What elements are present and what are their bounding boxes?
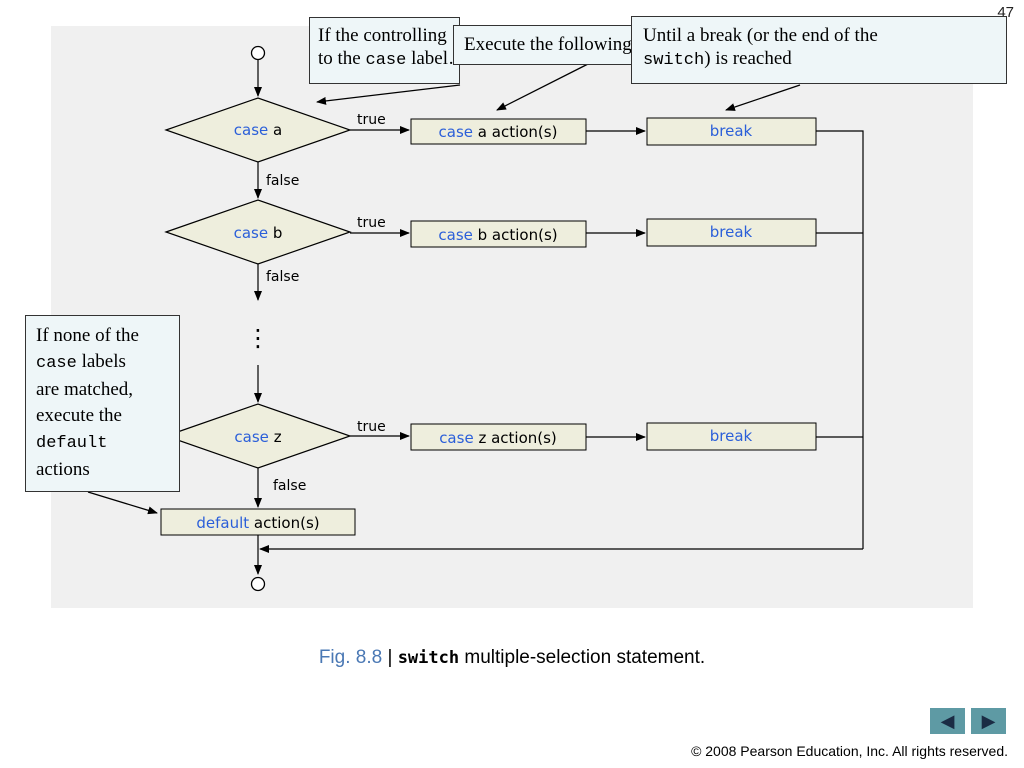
figure-label: Fig. 8.8 — [318, 647, 383, 668]
callout-none-line5: default — [36, 434, 108, 453]
ellipsis-vertical: ⋮ — [246, 324, 270, 352]
callout-none-line6: actions — [36, 459, 90, 480]
callout-until-break-line2: switch) is reached — [643, 48, 792, 70]
false-label-z: false — [273, 478, 306, 494]
action-case-a — [410, 118, 587, 145]
callout-until-break: Until a break (or the end of the switch)… — [631, 16, 1007, 84]
action-case-a-label: case a action(s) — [439, 123, 558, 141]
callout-none-line1: If none of the — [36, 325, 139, 346]
edge-break-a-to-merge — [816, 130, 864, 549]
break-a-label: break — [710, 122, 753, 140]
callout-none-line3: are matched, — [36, 379, 134, 400]
break-a — [646, 117, 817, 146]
decision-case-b-label: case b — [234, 224, 283, 242]
callout-none-line2: case labels — [36, 351, 126, 373]
true-label-b: true — [357, 215, 386, 231]
figure-caption: Fig. 8.8 | switch multiple-selection sta… — [0, 647, 1024, 669]
decision-case-z-label: case z — [234, 428, 281, 446]
callout-controlling-line1: If the controlling — [318, 25, 447, 46]
true-label-z: true — [357, 419, 386, 435]
caption-code: switch — [397, 648, 460, 668]
break-b — [646, 218, 817, 247]
previous-slide-button[interactable]: ◀ — [930, 708, 965, 734]
break-z-label: break — [710, 427, 753, 445]
next-arrow-icon: ▶ — [981, 710, 996, 732]
default-action — [160, 508, 356, 536]
previous-arrow-icon: ◀ — [940, 710, 955, 732]
callout-controlling-expression: If the controlling to the case label… — [309, 17, 460, 84]
callout-until-break-line1: Until a break (or the end of the — [643, 25, 878, 46]
callout-none-matched: If none of the case labels are matched, … — [25, 315, 180, 492]
callout-arrow-controlling — [316, 84, 461, 105]
action-case-z — [410, 423, 587, 451]
break-b-label: break — [710, 223, 753, 241]
caption-text: multiple-selection statement. — [459, 647, 706, 668]
decision-case-b — [164, 199, 352, 265]
end-node — [250, 576, 266, 592]
false-label-a: false — [266, 173, 299, 189]
next-slide-button[interactable]: ▶ — [971, 708, 1006, 734]
action-case-b — [410, 220, 587, 248]
false-label-b: false — [266, 269, 299, 285]
callout-none-line4: execute the — [36, 405, 122, 426]
true-label-a: true — [357, 112, 386, 128]
callout-execute-line1: Execute the following — [464, 34, 632, 55]
caption-separator: | — [382, 647, 398, 668]
callout-arrow-none-matched — [87, 491, 158, 515]
callout-controlling-line2: to the case label… — [318, 48, 459, 70]
callout-execute-following: Execute the following — [453, 25, 633, 65]
action-case-z-label: case z action(s) — [439, 429, 557, 447]
action-case-b-label: case b action(s) — [438, 226, 557, 244]
default-action-label: default action(s) — [196, 514, 319, 532]
start-node — [250, 45, 266, 61]
callout-arrow-execute — [496, 63, 589, 111]
decision-case-a-label: case a — [234, 121, 282, 139]
copyright-notice: © 2008 Pearson Education, Inc. All right… — [691, 743, 1008, 759]
callout-arrow-until-break — [725, 84, 801, 111]
